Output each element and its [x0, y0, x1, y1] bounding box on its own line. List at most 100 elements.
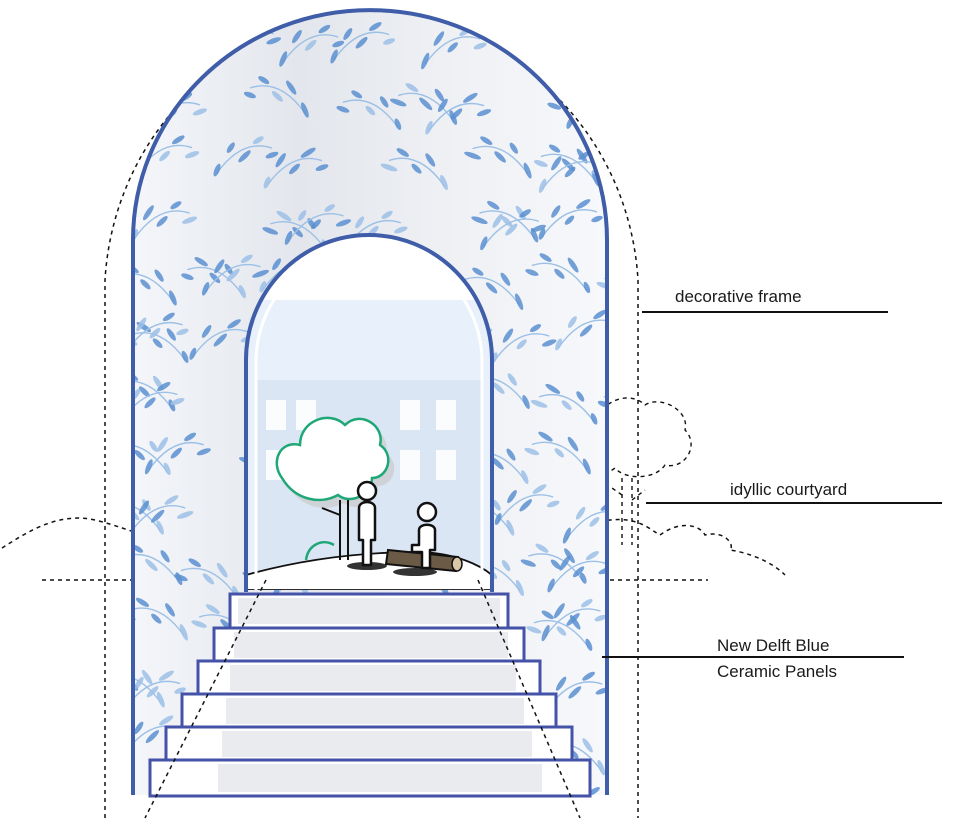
stair-shadow [238, 598, 500, 624]
leaf [194, 257, 208, 267]
leaf [110, 386, 123, 395]
leaf [97, 93, 114, 103]
leaf [59, 747, 70, 765]
leaf [159, 715, 174, 726]
leaf [298, 210, 307, 221]
leaf [209, 272, 221, 284]
leaf [589, 517, 600, 527]
leaf [336, 105, 350, 113]
leaf [471, 216, 488, 225]
leaf [614, 455, 632, 466]
leaf [610, 383, 624, 395]
leaf [583, 35, 594, 50]
leaf [524, 447, 540, 456]
leaf [351, 90, 363, 99]
leaf-stem [538, 393, 595, 423]
leaf [673, 467, 684, 484]
leaf [419, 97, 433, 111]
leaf [490, 457, 504, 470]
leaf [71, 199, 84, 215]
leaf [605, 89, 607, 98]
leaf [625, 280, 640, 294]
leaf [369, 22, 382, 31]
leaf [515, 579, 524, 597]
leaf [156, 215, 168, 227]
leaf [170, 201, 182, 210]
leaf [568, 686, 582, 699]
leaf [111, 795, 124, 804]
leaf-stem [133, 443, 168, 473]
leaf [639, 270, 652, 286]
leaf [138, 386, 150, 398]
leaf [119, 433, 133, 445]
leaf [529, 324, 542, 333]
leaf [473, 42, 487, 50]
leaf [252, 136, 264, 145]
leaf [104, 449, 120, 459]
leaf [506, 519, 515, 536]
leaf [330, 49, 338, 64]
panels-callout-label-line2: Ceramic Panels [717, 662, 837, 681]
leaf [559, 555, 571, 571]
leaf [174, 687, 186, 694]
leaf [99, 720, 114, 732]
leaf [550, 559, 561, 570]
leaf [159, 150, 170, 162]
leaf [201, 325, 212, 338]
leaf [547, 578, 555, 593]
leaf [158, 670, 174, 681]
leaf-stem [266, 157, 323, 187]
leaf-stem [531, 262, 588, 291]
leaf [149, 440, 158, 452]
leaf [620, 724, 636, 737]
leaf-stem [342, 99, 399, 128]
leaf [144, 459, 153, 475]
leaf [426, 796, 441, 811]
leaf [102, 161, 119, 171]
leaf [151, 613, 162, 624]
leaf-stem [133, 680, 181, 710]
leaf [258, 76, 270, 85]
leaf [238, 150, 251, 163]
leaf-stem [205, 263, 261, 293]
leaf [343, 28, 353, 40]
leaf [113, 43, 127, 52]
leaf [166, 328, 176, 341]
leaf [134, 450, 145, 461]
leaf [539, 253, 552, 262]
leaf [76, 161, 90, 175]
stair-shadow [230, 665, 516, 691]
leaf-stem [333, 31, 390, 60]
leaf [275, 153, 286, 168]
leaf [437, 98, 448, 113]
leaf [170, 398, 185, 405]
leaf [421, 52, 430, 70]
leaf [616, 103, 633, 113]
leaf [176, 328, 189, 336]
leaf [238, 285, 246, 299]
leaf [205, 604, 220, 614]
leaf [397, 797, 415, 808]
leaf [582, 458, 591, 475]
leaf-stem [249, 85, 306, 114]
leaf [469, 799, 486, 810]
leaf [653, 410, 664, 427]
leaf [165, 603, 175, 617]
leaf [492, 499, 501, 511]
leaf [335, 219, 352, 227]
leaf [521, 470, 529, 485]
leaf [355, 36, 368, 49]
leaf [560, 86, 576, 97]
leaf [538, 228, 546, 240]
leaf [315, 164, 329, 171]
leaf [169, 290, 177, 306]
leaf [50, 173, 60, 188]
leaf [546, 813, 557, 820]
leaf [541, 610, 554, 620]
leaf-stem [64, 205, 119, 232]
leaf-stem [133, 380, 173, 409]
stair-shadow [226, 698, 524, 724]
leaf [239, 801, 253, 810]
leaf-stem [424, 36, 481, 65]
